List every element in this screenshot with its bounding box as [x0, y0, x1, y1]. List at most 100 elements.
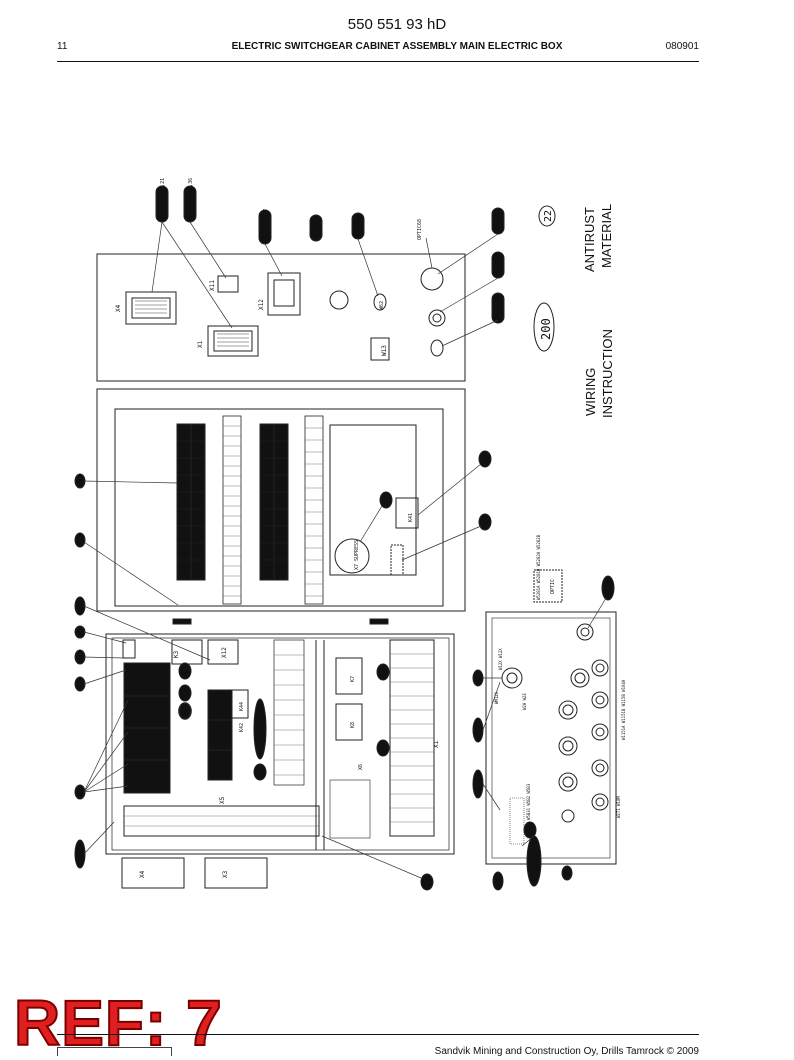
wiring-text-2: INSTRUCTION — [600, 329, 615, 418]
svg-text:14: 14 — [483, 454, 490, 462]
cable-gland-small — [329, 290, 349, 310]
terminal-strip-2 — [304, 415, 324, 605]
wiring-number: 200 — [539, 318, 553, 340]
svg-text:K9: K9 — [266, 501, 272, 507]
hinge-1 — [172, 618, 192, 625]
door-panel — [96, 388, 466, 612]
relay-block-1: K30 K66 K19 K18 K10 K46 K45 K44 K23 — [176, 423, 206, 581]
svg-text:30,38,39,27: 30,38,39,27 — [263, 209, 269, 242]
svg-text:61,62,63,64,68: 61,62,63,64,68 — [258, 704, 265, 755]
gland-w64 — [430, 339, 444, 357]
connector-x12: X12 — [258, 272, 301, 316]
svg-text:OPTIC: OPTIC — [550, 579, 556, 594]
document-code: 550 551 93 hD — [347, 16, 447, 33]
svg-text:15,16: 15,16 — [607, 581, 613, 596]
svg-text:5,8: 5,8 — [78, 603, 84, 612]
svg-text:27,28,40: 27,28,40 — [496, 296, 502, 320]
svg-text:K44: K44 — [239, 702, 245, 711]
svg-text:70,71: 70,71 — [355, 218, 362, 236]
label-x6: X6 — [358, 764, 364, 770]
svg-text:38,40: 38,40 — [476, 723, 482, 738]
page-title: ELECTRIC SWITCHGEAR CABINET ASSEMBLY MAI… — [231, 41, 563, 52]
gland-w62 — [373, 293, 387, 311]
label-x1: X1 — [433, 740, 440, 748]
suppressor-x7 — [334, 538, 370, 574]
label-x4-top: X4 — [115, 304, 122, 312]
antirust-text-1: ANTIRUST — [582, 207, 597, 272]
top-panel — [96, 253, 466, 382]
relay-block-2: K71 K68 K12 K3 K9 K41 K57 K3 K39 — [259, 423, 289, 581]
svg-text:W12X W12X: W12X W12X — [498, 648, 503, 670]
svg-text:K3: K3 — [266, 484, 272, 490]
connector-x4b — [121, 857, 185, 889]
switchgear-diagram: X4 X1 X12 X11 W62 W13 17,18,19,20,21 32,… — [74, 178, 626, 891]
svg-text:K23: K23 — [183, 567, 189, 576]
svg-text:K41: K41 — [266, 515, 272, 524]
svg-text:K3: K3 — [266, 552, 272, 558]
label-w62: W62 — [379, 301, 385, 310]
svg-text:15,16: 15,16 — [496, 260, 502, 275]
terminal-column — [273, 639, 305, 786]
svg-text:K30: K30 — [183, 429, 189, 438]
callout-wiring: 200 WIRING INSTRUCTION — [533, 302, 615, 418]
svg-text:K46: K46 — [183, 515, 189, 524]
terminal-rail-bottom — [123, 805, 320, 837]
svg-text:13: 13 — [425, 878, 432, 886]
label-x12b: X12 — [221, 647, 228, 658]
svg-text:OPTIC68: OPTIC68 — [417, 219, 423, 240]
svg-text:K10: K10 — [183, 498, 189, 507]
svg-text:K12: K12 — [266, 464, 272, 473]
svg-text:7: 7 — [78, 480, 84, 483]
main-box — [105, 633, 455, 855]
label-x5: X5 — [219, 796, 226, 804]
label-x11: X11 — [209, 280, 216, 291]
relay-k8 — [335, 703, 363, 741]
svg-text:K39: K39 — [266, 567, 272, 576]
svg-text:W5281A W5281B W5282A W5282B: W5281A W5281B W5282A W5282B — [536, 534, 541, 600]
svg-text:VM5: VM5 — [219, 765, 226, 776]
svg-text:K7: K7 — [350, 676, 356, 682]
svg-text:70,71: 70,71 — [532, 855, 540, 876]
svg-text:23,24,25: 23,24,25 — [78, 842, 84, 866]
svg-text:10: 10 — [78, 654, 84, 660]
svg-text:K66: K66 — [183, 447, 189, 456]
svg-text:66: 66 — [183, 689, 190, 697]
svg-text:32,33,34,35,36: 32,33,34,35,36 — [188, 178, 194, 220]
page-number: 11 — [57, 41, 68, 52]
svg-text:K42: K42 — [239, 723, 245, 732]
label-k41: K41 — [408, 513, 414, 522]
label-x12: X12 — [258, 299, 265, 310]
svg-text:9: 9 — [529, 830, 535, 833]
terminal-strip-1 — [222, 415, 242, 605]
company-logo — [57, 1047, 172, 1056]
door-inner — [114, 408, 444, 607]
svg-text:28: 28 — [384, 497, 390, 503]
relay-k7 — [335, 657, 363, 695]
connector-x11: X11 — [209, 275, 239, 293]
antirust-text-2: MATERIAL — [599, 204, 614, 268]
document-date: 080901 — [665, 41, 699, 52]
svg-text:VM2: VM2 — [147, 743, 154, 754]
svg-text:K19: K19 — [183, 464, 189, 473]
svg-text:67: 67 — [183, 667, 190, 675]
svg-text:11: 11 — [78, 789, 84, 795]
label-x1-top: X1 — [197, 340, 204, 348]
label-w13: W13 — [381, 345, 388, 356]
svg-text:VM8: VM8 — [219, 705, 226, 716]
relay-k41 — [395, 497, 419, 529]
svg-text:W5B31 W5B2 W5B3: W5B31 W5B2 W5B3 — [526, 783, 531, 820]
connector-x1: X1 — [197, 325, 259, 357]
copyright-text: Sandvik Mining and Construction Oy, Dril… — [434, 1046, 699, 1057]
svg-text:K44: K44 — [183, 549, 189, 558]
svg-text:37: 37 — [484, 519, 490, 525]
svg-text:W2H W2E: W2H W2E — [522, 693, 527, 710]
svg-text:38,40: 38,40 — [496, 216, 502, 231]
svg-text:27,28,40: 27,28,40 — [476, 770, 482, 794]
svg-text:VM4: VM4 — [147, 679, 154, 690]
connector-x3 — [204, 857, 268, 889]
svg-text:60: 60 — [258, 768, 265, 776]
svg-text:4: 4 — [78, 631, 84, 634]
svg-text:VM1: VM1 — [147, 775, 154, 786]
svg-text:K68: K68 — [266, 447, 272, 456]
svg-text:W2T1 W10M: W2T1 W10M — [616, 796, 621, 818]
